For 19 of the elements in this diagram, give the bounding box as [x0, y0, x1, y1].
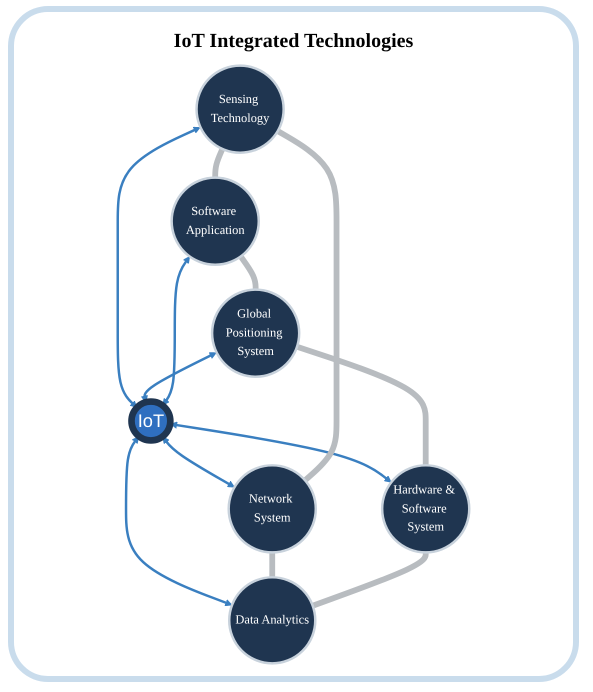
node-circle: Sensing Technology [195, 64, 285, 154]
diagram-title: IoT Integrated Technologies [174, 30, 414, 53]
connector [276, 128, 340, 482]
node-circle: Global Positioning System [210, 288, 300, 378]
arrow [124, 436, 232, 606]
node-circle: Data Analytics [228, 576, 317, 665]
connector [296, 344, 429, 466]
node-circle: Software Application [170, 176, 260, 266]
node-circle: Network System [227, 464, 318, 554]
node-circle: IoT [128, 398, 174, 444]
connector [269, 552, 276, 578]
arrow [170, 422, 392, 483]
arrow [162, 256, 190, 406]
arrow [116, 126, 201, 408]
arrow [162, 436, 235, 488]
connector [238, 254, 259, 290]
node-circle: Hardware & Software System [380, 464, 470, 554]
connector [312, 552, 429, 608]
connector [212, 148, 226, 178]
